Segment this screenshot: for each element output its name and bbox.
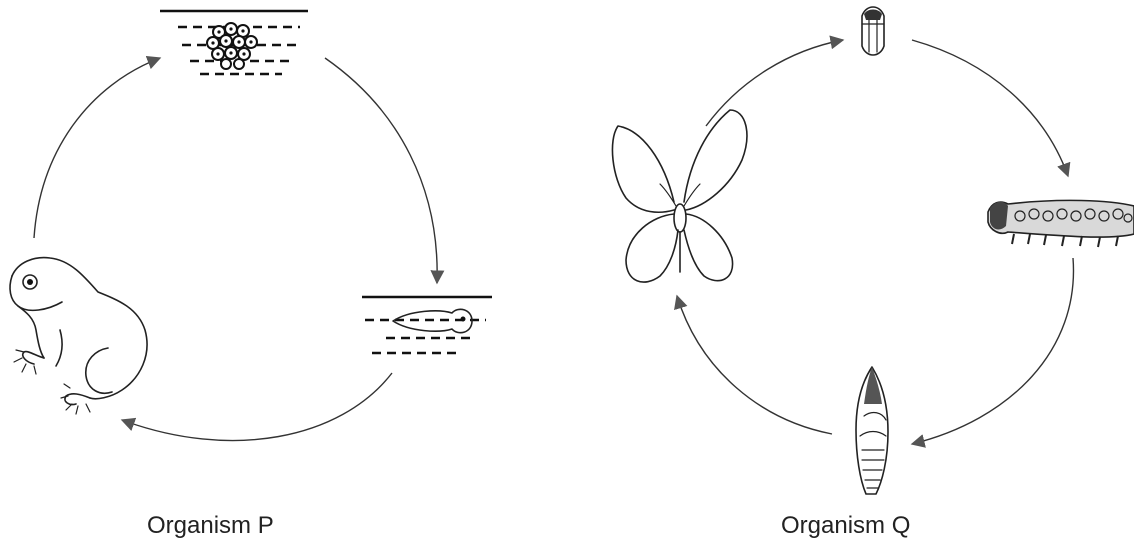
organism-q-label: Organism Q (781, 512, 910, 540)
butterfly-life-cycle (612, 7, 1134, 494)
caterpillar-stage (988, 200, 1134, 247)
tadpole-stage (362, 297, 492, 353)
arrow-eggs-to-tadpole (325, 58, 437, 283)
arrow-pupa-to-butterfly (677, 296, 832, 434)
organism-p-label: Organism P (147, 512, 274, 540)
arrow-tadpole-to-frog (122, 373, 392, 441)
frog-eggs-stage (160, 11, 308, 74)
butterfly-egg-stage (862, 7, 884, 55)
frog-life-cycle (10, 11, 492, 441)
arrow-caterpillar-to-pupa (912, 258, 1073, 444)
pupa-stage (856, 367, 888, 494)
frog-stage (10, 258, 147, 414)
arrow-egg-to-caterpillar (912, 40, 1068, 176)
butterfly-stage (612, 110, 746, 282)
arrow-frog-to-eggs (34, 58, 160, 238)
